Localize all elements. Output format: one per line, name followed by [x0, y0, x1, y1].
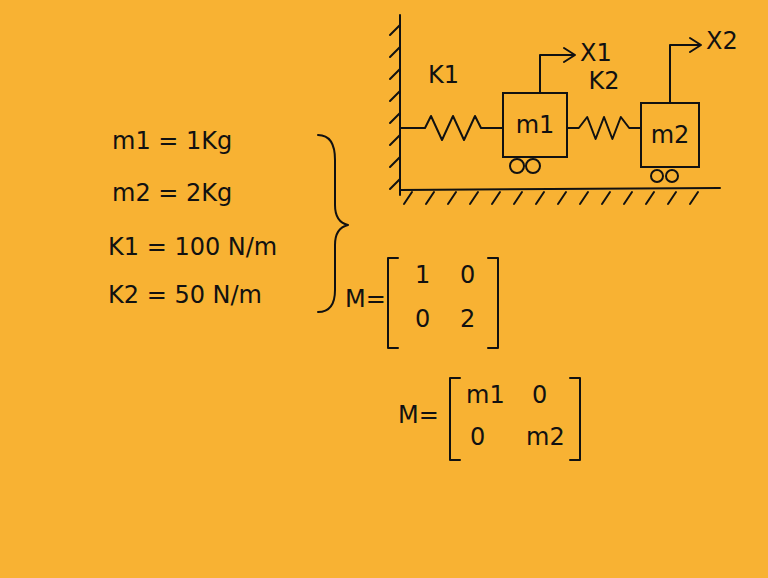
matrix-text: M=: [345, 286, 386, 312]
matrix-text: m1: [466, 382, 505, 408]
mass-block: m1: [502, 92, 568, 158]
mass-label: m1: [516, 112, 555, 138]
matrix-text: 0: [470, 424, 485, 450]
matrix-bracket: [488, 258, 498, 348]
wheel: [526, 159, 540, 173]
mass-block: m2: [640, 102, 700, 168]
part-label: X1: [580, 40, 612, 66]
parameter-text: m1 = 1Kg: [112, 128, 232, 154]
wheel: [510, 159, 524, 173]
part-label: K1: [428, 62, 459, 88]
displacement-arrow: [540, 48, 575, 92]
matrix-text: 0: [415, 306, 430, 332]
matrix-text: 2: [460, 306, 475, 332]
ground: [400, 188, 720, 190]
wall: [399, 15, 401, 195]
parameter-text: m2 = 2Kg: [112, 180, 232, 206]
parameter-text: K1 = 100 N/m: [108, 234, 277, 260]
matrix-text: 1: [415, 262, 430, 288]
spring: [568, 117, 640, 139]
matrix-bracket: [450, 378, 460, 460]
parameter-text: K2 = 50 N/m: [108, 282, 262, 308]
matrix-text: M=: [398, 402, 439, 428]
part-label: X2: [706, 28, 738, 54]
spring-k1: [400, 116, 502, 140]
spring-label: K2: [588, 68, 619, 94]
wheel: [666, 170, 678, 182]
matrix-bracket: [570, 378, 580, 460]
matrix-text: 0: [460, 262, 475, 288]
matrix-text: 0: [532, 382, 547, 408]
curly-brace: [318, 135, 348, 312]
matrix-bracket: [388, 258, 398, 348]
matrix-text: m2: [526, 424, 565, 450]
ground-hatching: [404, 192, 698, 204]
mass-label: m2: [651, 122, 690, 148]
displacement-arrow: [670, 38, 701, 102]
wheel: [651, 170, 663, 182]
wall-hatching: [390, 25, 400, 189]
